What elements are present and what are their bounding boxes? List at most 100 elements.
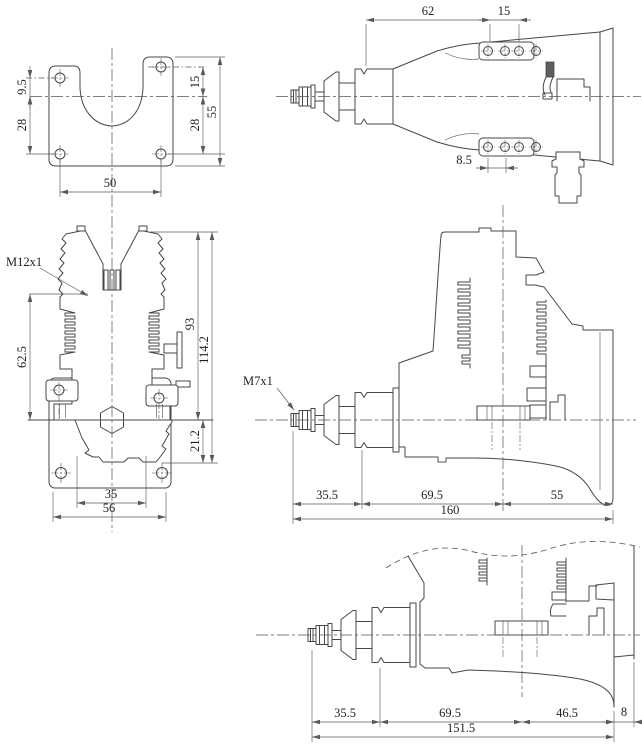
dimension-label: 21.2 [188, 430, 202, 452]
thread-label: M7x1 [243, 374, 273, 388]
arrowhead [606, 734, 614, 740]
dimension-label: 56 [103, 501, 116, 515]
head-bump [138, 225, 148, 232]
arrowhead [195, 412, 201, 420]
dimension-label: 35.5 [334, 706, 356, 720]
arrowhead [634, 719, 642, 725]
centerlines [30, 48, 641, 697]
arrowhead [200, 420, 206, 428]
arrowhead [27, 96, 33, 105]
arrowhead [27, 70, 33, 78]
fin-comb-left [478, 557, 488, 586]
mounting-bracket [145, 384, 179, 407]
arrowhead [362, 501, 370, 507]
prop-flange [323, 71, 340, 122]
neck-line [355, 621, 373, 649]
dimension-label: 9.5 [15, 79, 29, 95]
dimension-label: 160 [441, 503, 460, 517]
neck-line [338, 82, 356, 111]
arrowhead [519, 17, 527, 23]
dimension-label: 8 [621, 705, 627, 719]
arrowhead [287, 402, 294, 410]
arrowhead [209, 455, 215, 463]
drive-collar [354, 392, 394, 448]
center-fin [103, 269, 109, 291]
dimension-label: 35 [105, 487, 118, 501]
arrowhead [605, 516, 613, 522]
engine-front-view [27, 225, 214, 489]
arrowhead [138, 500, 146, 506]
hole-centerline [51, 58, 170, 163]
arrowhead [153, 189, 161, 195]
plate-outline [48, 56, 174, 167]
thread-label: M12x1 [6, 255, 42, 269]
arrowhead [293, 501, 301, 507]
arrowhead [27, 412, 33, 420]
front-steps [407, 555, 425, 665]
drive-collar [354, 68, 394, 125]
arrowhead [79, 289, 88, 296]
fin-comb-right [549, 557, 598, 617]
engine-body-outline [398, 227, 614, 506]
dimension-label: 69.5 [421, 488, 443, 502]
arrowhead [53, 514, 61, 520]
neck-line [338, 406, 356, 434]
body-weld-line [444, 52, 480, 141]
dimension-label: 62 [422, 4, 435, 18]
center-fin [115, 269, 121, 291]
arrowhead [200, 96, 206, 105]
arrowhead [606, 719, 614, 725]
dimension-label: 93 [183, 318, 197, 331]
step-bracket [549, 394, 566, 421]
arrowhead [195, 232, 201, 240]
arrowhead [372, 719, 380, 725]
arrowhead [209, 232, 215, 240]
arrowhead [312, 719, 320, 725]
rear-plate [613, 545, 635, 708]
carb-arm [163, 343, 178, 354]
arrowhead [354, 501, 362, 507]
shaft-line [314, 91, 325, 102]
thread-hatch [545, 61, 555, 78]
arrowhead [366, 17, 374, 23]
dimension-label: 46.5 [556, 706, 578, 720]
hole-centerline [51, 463, 172, 483]
dimension-label: 15 [188, 76, 202, 89]
arrowhead [27, 294, 33, 302]
plate-top-view [48, 56, 174, 167]
arrowhead [60, 189, 68, 195]
dimension-label: 28 [15, 119, 29, 132]
lug-holes [481, 44, 543, 154]
slot-line [59, 404, 163, 418]
arrowhead [482, 17, 490, 23]
arm-strip [176, 331, 183, 369]
arrowhead [200, 67, 206, 75]
bracket-tab [175, 380, 191, 388]
boss-rib-line [502, 621, 543, 635]
carburetor [551, 151, 585, 204]
engine-side-view [290, 227, 614, 506]
dimension-label: 55 [551, 488, 564, 502]
hole-centerline [50, 382, 168, 419]
bottom-notch [437, 457, 447, 463]
arrowhead [522, 719, 530, 725]
hole-centerline [481, 44, 543, 154]
rib-boss [476, 405, 531, 421]
needle-lever [542, 76, 554, 100]
arrowhead [380, 719, 388, 725]
fin-comb-left [457, 277, 471, 369]
engine-bottom-view [307, 541, 641, 708]
mounting-bracket [45, 379, 79, 402]
arrowhead [200, 146, 206, 154]
shaft-line [331, 630, 342, 640]
fin-comb-right [525, 299, 547, 421]
arrowhead [495, 501, 503, 507]
arrowhead [514, 719, 522, 725]
leader-line [39, 267, 89, 297]
arrowhead [77, 500, 85, 506]
dimension-label: 8.5 [456, 153, 472, 167]
arrowhead [217, 57, 223, 65]
